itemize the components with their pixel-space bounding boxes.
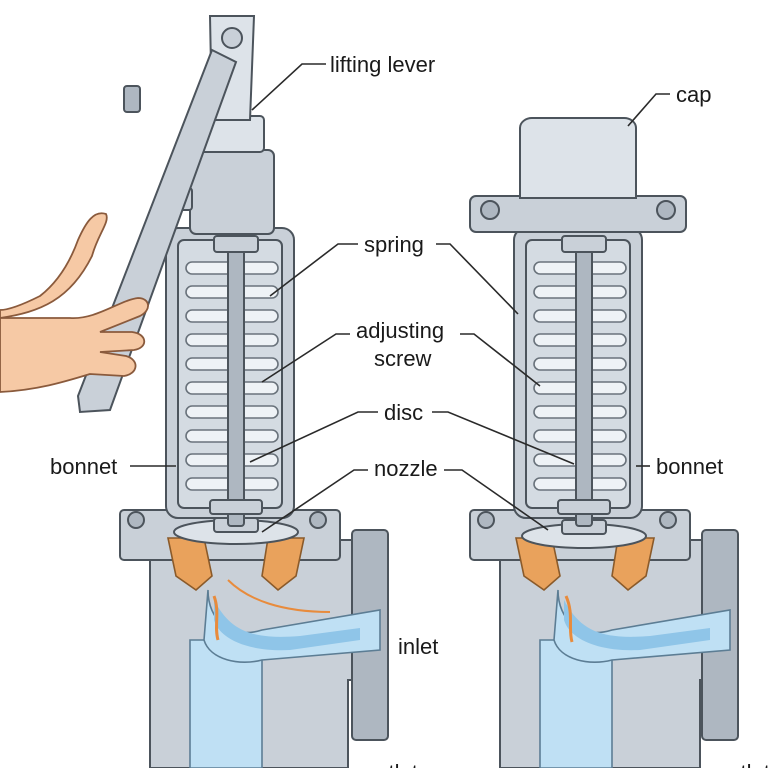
label-lifting-lever: lifting lever [330,52,435,77]
label-adjusting: adjusting [356,318,444,343]
label-outlet-right: outlet [716,760,768,768]
labels: lifting lever cap spring adjusting screw… [50,52,768,768]
left-disc [173,517,299,545]
label-disc: disc [384,400,423,425]
label-cap: cap [676,82,711,107]
right-adjusting-screw [557,235,611,527]
label-screw: screw [374,346,432,371]
label-nozzle: nozzle [374,456,438,481]
left-nozzle-seal [167,537,305,592]
right-disc [521,519,647,549]
left-adjusting-screw [209,235,263,527]
left-valve-water [189,579,381,768]
cap [469,117,687,233]
label-spring: spring [364,232,424,257]
leader-lines [130,63,670,533]
left-valve [0,15,389,768]
right-valve [469,117,739,768]
label-inlet: inlet [398,634,438,659]
right-valve-water [539,589,731,768]
label-bonnet-left: bonnet [50,454,117,479]
label-bonnet-right: bonnet [656,454,723,479]
hand-illustration [0,212,149,393]
label-outlet-left: outlet [364,760,418,768]
